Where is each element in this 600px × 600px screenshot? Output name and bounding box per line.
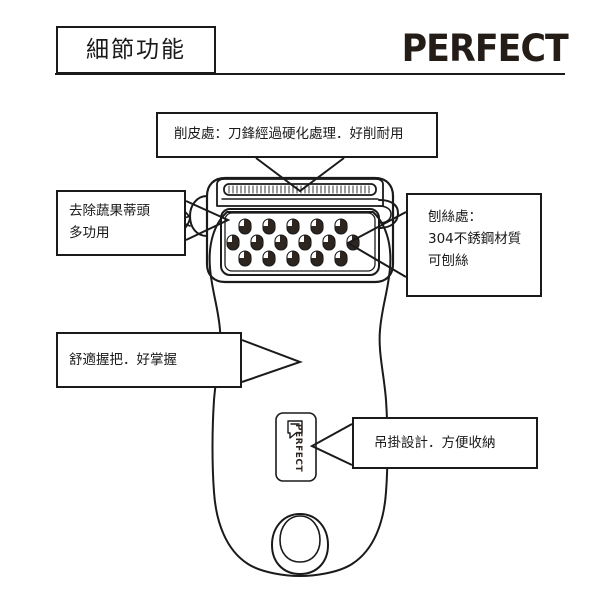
callout-stem-remover: 去除蔬果蒂頭 多功用 [56, 190, 186, 256]
handle-brand-badge-text: PERFECT [293, 424, 303, 473]
leader-shred [345, 211, 407, 278]
callout-hanging-hole: 吊掛設計．方便收納 [352, 417, 538, 469]
shredder-plate-outer [220, 208, 380, 276]
shredder-hole-row-3 [238, 250, 348, 267]
blade-serration-ticks [228, 185, 370, 194]
callout-peeling-blade: 削皮處：刀鋒經過硬化處理．好削耐用 [156, 112, 438, 158]
shredder-hole-row-1 [238, 218, 348, 235]
callout-stem-remover-frame [56, 190, 186, 256]
hanging-hole-inner [279, 515, 321, 563]
head-hook-loop-inner [378, 205, 392, 224]
callout-stem-remover-text: 去除蔬果蒂頭 多功用 [69, 203, 150, 241]
leader-hang [309, 423, 353, 466]
callout-shredder-text: 刨絲處： 304不銹鋼材質 可刨絲 [428, 209, 522, 269]
page-title: 細節功能 [86, 36, 186, 63]
peeling-blade-slot [223, 183, 377, 196]
blade-housing [216, 178, 384, 207]
shredder-plate-inner [224, 212, 376, 272]
callout-peeling-blade-text: 削皮處：刀鋒經過硬化處理．好削耐用 [174, 126, 404, 142]
leader-grip [241, 339, 303, 383]
page-title-box: 細節功能 [56, 26, 216, 74]
badge-tag-icon [287, 420, 303, 439]
brand-logo: PERFECT [402, 28, 569, 68]
callout-hanging-hole-frame [352, 417, 538, 469]
callout-hanging-hole-text: 吊掛設計．方便收納 [374, 435, 496, 451]
leader-stem [185, 200, 231, 241]
callout-handle-grip-frame [56, 332, 242, 388]
leader-blade [255, 157, 345, 193]
callout-handle-grip: 舒適握把．好掌握 [56, 332, 242, 388]
peeler-head-shell [205, 176, 395, 284]
callout-handle-grip-text: 舒適握把．好掌握 [69, 352, 177, 368]
callout-peeling-blade-frame [156, 112, 438, 158]
brand-logo-text: PERFECT [401, 26, 569, 70]
shredder-hole-row-2 [226, 234, 360, 251]
callout-shredder-frame [406, 193, 542, 297]
head-hook-loop [378, 199, 399, 229]
callout-shredder: 刨絲處： 304不銹鋼材質 可刨絲 [406, 193, 542, 297]
header-divider-rule [55, 73, 565, 75]
hanging-hole-outer [271, 513, 329, 575]
